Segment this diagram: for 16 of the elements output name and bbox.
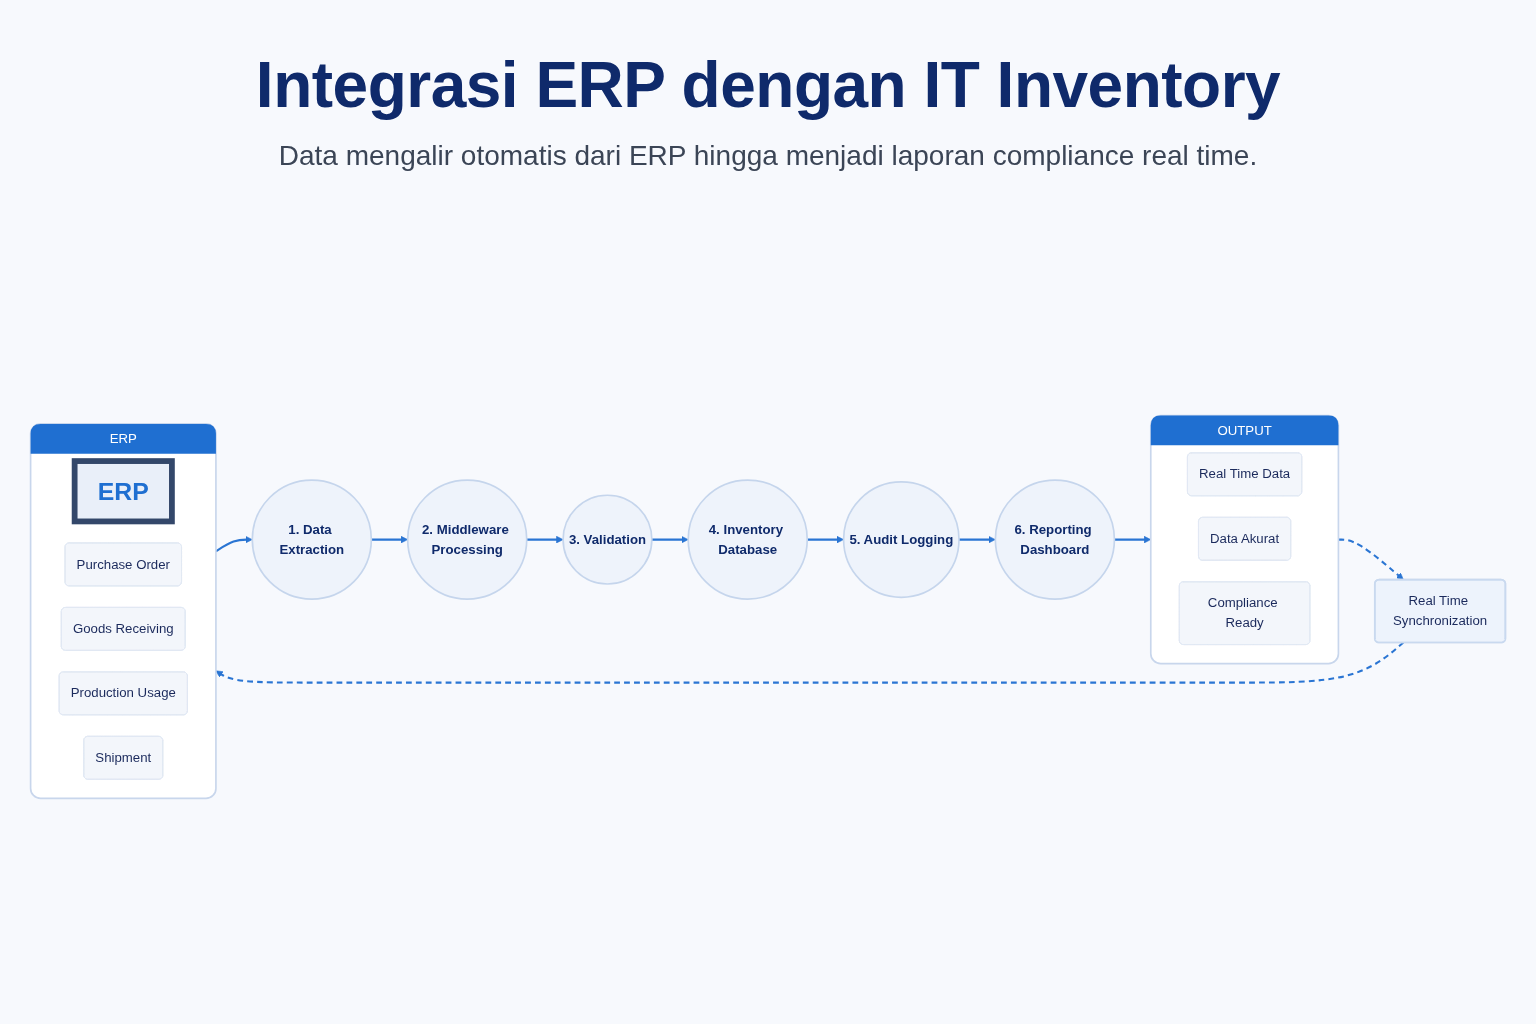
node-circle: 2. Middleware Processing xyxy=(406,479,528,600)
arrow xyxy=(959,536,996,544)
arrow xyxy=(807,536,844,544)
subtitle: Data mengalir otomatis dari ERP hingga menjadi laporan compliance real time. xyxy=(278,140,1258,172)
node-circle: 1. Data Extraction xyxy=(251,479,373,600)
node-circle: 3. Validation xyxy=(562,494,653,585)
arrow xyxy=(215,641,1405,684)
arrow xyxy=(215,536,253,553)
arrow xyxy=(526,536,564,544)
node-box: ERP xyxy=(71,458,175,525)
arrow xyxy=(1338,538,1404,581)
node-circle: 6. Reporting Dashboard xyxy=(994,479,1116,600)
node-circle: 5. Audit Logging xyxy=(842,481,960,599)
node-circle: 4. Inventory Database xyxy=(687,479,809,600)
arrow xyxy=(651,536,689,544)
title: Integrasi ERP dengan IT Inventory xyxy=(255,48,1281,122)
